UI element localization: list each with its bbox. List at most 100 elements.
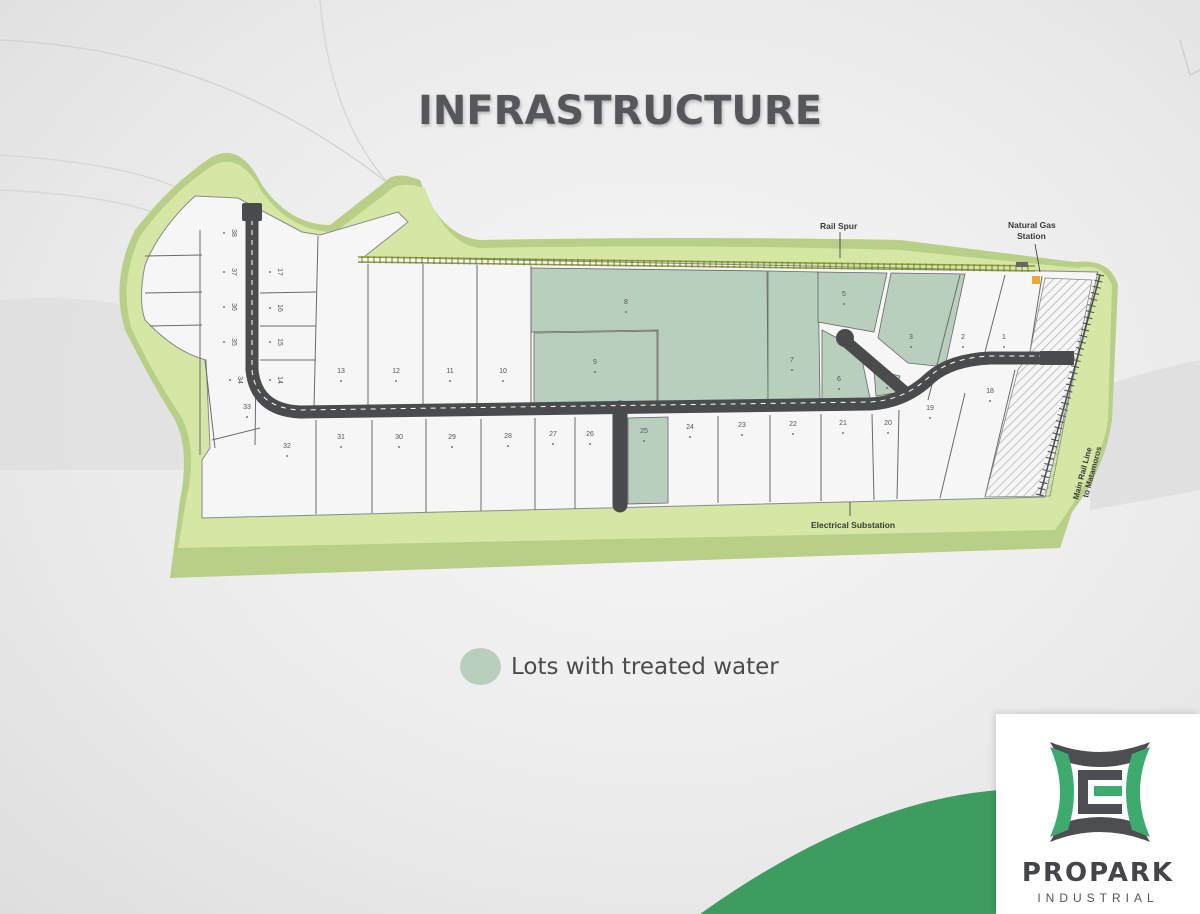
lot-label-32: 32 xyxy=(283,443,291,450)
lot-marker-29 xyxy=(451,446,453,448)
natural-gas-station-marker xyxy=(1032,276,1040,284)
road-main xyxy=(245,208,1075,419)
lot-marker-27 xyxy=(552,443,554,445)
main-rail-tie xyxy=(1035,493,1045,497)
lot-marker-34 xyxy=(229,379,231,381)
lot-label-11: 11 xyxy=(446,368,453,375)
main-rail-tie xyxy=(1074,352,1083,356)
lot-marker-37 xyxy=(223,271,225,273)
lot-label-8: 8 xyxy=(624,299,628,306)
road-roundabout xyxy=(836,329,854,347)
lot-9-treated xyxy=(533,330,658,407)
main-rail-tie xyxy=(1057,414,1066,418)
lot-marker-36 xyxy=(223,306,225,308)
label-natural-gas: Natural Gas xyxy=(1008,220,1056,230)
lot-marker-6 xyxy=(838,388,840,390)
main-rail-tie xyxy=(1072,359,1081,363)
lot-label-13: 13 xyxy=(337,368,345,375)
lot-marker-11 xyxy=(449,380,451,382)
lot-label-12: 12 xyxy=(392,368,400,375)
lot-marker-7 xyxy=(791,369,793,371)
main-rail-tie xyxy=(1064,389,1073,393)
lot-label-18: 18 xyxy=(986,388,994,395)
lot-label-24: 24 xyxy=(686,424,694,431)
main-rail-tie xyxy=(1085,310,1095,314)
lot-label-15: 15 xyxy=(276,338,283,346)
lot-marker-13 xyxy=(340,380,342,382)
lot-label-10: 10 xyxy=(499,368,507,375)
lot-marker-20 xyxy=(887,432,889,434)
main-rail-tie xyxy=(1037,487,1046,491)
main-rail-tie xyxy=(1039,481,1048,485)
lot-label-23: 23 xyxy=(738,422,746,429)
lot-label-2: 2 xyxy=(961,334,965,341)
lot-marker-14 xyxy=(269,379,271,381)
lot-label-21: 21 xyxy=(839,420,847,427)
lot-label-37: 37 xyxy=(230,268,237,276)
lot-marker-8 xyxy=(625,311,627,313)
lot-label-35: 35 xyxy=(230,338,237,346)
lot-marker-30 xyxy=(398,446,400,448)
lot-label-30: 30 xyxy=(395,434,403,441)
lot-marker-23 xyxy=(741,434,743,436)
lot-5-treated xyxy=(817,271,888,333)
lot-marker-18 xyxy=(989,400,991,402)
lot-label-19: 19 xyxy=(926,405,934,412)
road-east-end xyxy=(1040,351,1074,365)
lot-marker-1 xyxy=(1003,346,1005,348)
lot-25-treated xyxy=(627,416,669,505)
lot-marker-33 xyxy=(246,416,248,418)
lot-marker-26 xyxy=(589,443,591,445)
main-rail-tie xyxy=(1069,371,1078,375)
main-rail-tie xyxy=(1059,407,1068,411)
main-rail-tie xyxy=(1090,291,1100,295)
lot-label-36: 36 xyxy=(230,303,237,311)
lot-marker-31 xyxy=(340,446,342,448)
label-rail-spur: Rail Spur xyxy=(820,221,858,231)
lot-label-6: 6 xyxy=(837,376,841,383)
lot-label-38: 38 xyxy=(230,229,237,237)
main-rail-tie xyxy=(1040,475,1050,479)
main-rail-tie xyxy=(1049,444,1058,448)
main-rail-tie xyxy=(1060,401,1070,405)
lot-label-9: 9 xyxy=(593,359,597,366)
natural-gas-meter xyxy=(1016,262,1028,267)
main-rail-tie xyxy=(1077,340,1086,344)
main-rail-tie xyxy=(1047,450,1056,454)
main-rail-tie xyxy=(1092,285,1101,289)
rail-spur-line xyxy=(357,256,1036,272)
main-rail-tie xyxy=(1052,432,1061,436)
main-rail-tie xyxy=(1087,304,1096,308)
main-rail-tie xyxy=(1095,273,1105,277)
lot-label-34: 34 xyxy=(236,376,243,384)
main-rail-tie xyxy=(1079,334,1088,338)
main-rail-tie xyxy=(1044,462,1053,466)
lot-marker-17 xyxy=(269,271,271,273)
lot-marker-21 xyxy=(842,432,844,434)
lot-label-14: 14 xyxy=(276,376,283,384)
lot-marker-4 xyxy=(886,387,888,389)
lot-marker-24 xyxy=(689,436,691,438)
main-rail-tie xyxy=(1084,316,1093,320)
lot-marker-22 xyxy=(792,433,794,435)
lot-marker-35 xyxy=(223,341,225,343)
lot-label-20: 20 xyxy=(884,420,892,427)
lot-label-16: 16 xyxy=(276,304,283,312)
lot-label-31: 31 xyxy=(337,434,345,441)
propark-logo-mark-icon xyxy=(1050,742,1150,842)
lot-marker-28 xyxy=(507,445,509,447)
lot-marker-38 xyxy=(223,232,225,234)
lot-label-17: 17 xyxy=(276,268,283,276)
lot-marker-25 xyxy=(643,440,645,442)
lot-marker-10 xyxy=(502,380,504,382)
propark-logo: PROPARK INDUSTRIAL xyxy=(996,714,1200,914)
legend-label: Lots with treated water xyxy=(511,653,779,680)
main-rail-tie xyxy=(1050,438,1060,442)
main-rail-tie xyxy=(1055,420,1065,424)
main-rail-tie xyxy=(1065,383,1075,387)
main-rail-tie xyxy=(1082,322,1091,326)
label-electrical-substation: Electrical Substation xyxy=(811,520,895,530)
lot-label-5: 5 xyxy=(842,291,846,298)
legend-swatch-treated-water xyxy=(460,648,501,685)
lot-marker-15 xyxy=(269,341,271,343)
